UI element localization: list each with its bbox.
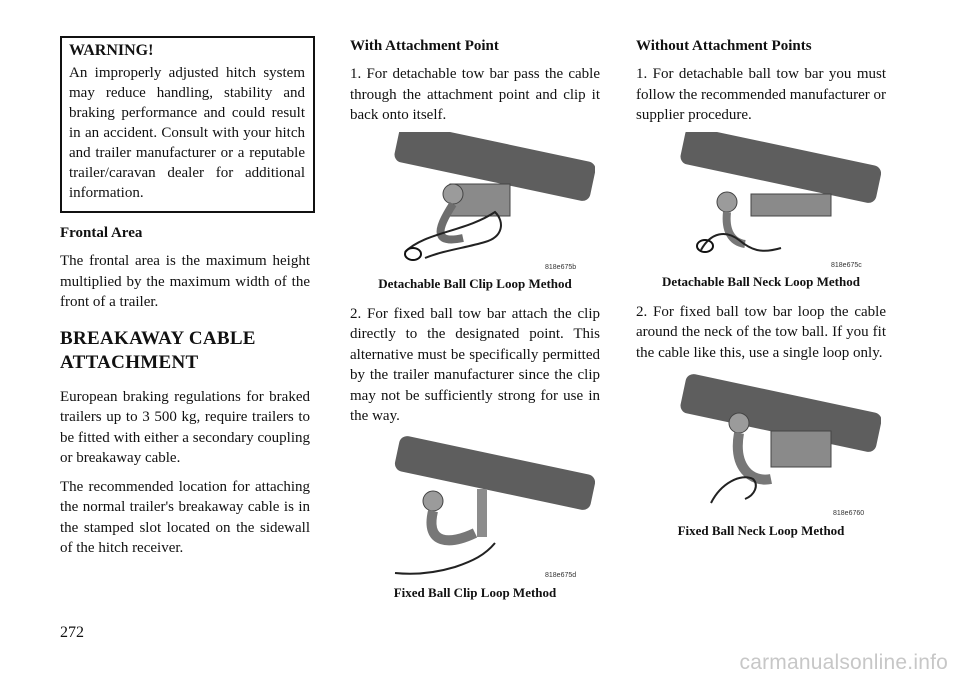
figure-code: 818e6760 xyxy=(833,510,864,517)
without-attachment-step-2: 2. For fixed ball tow bar loop the cable… xyxy=(636,303,886,361)
with-attachment-heading: With Attachment Point xyxy=(350,38,499,54)
fixed-ball-clip-loop-figure: 818e675d xyxy=(394,435,595,579)
detachable-ball-neck-loop-caption: Detachable Ball Neck Loop Method xyxy=(662,273,860,289)
with-attachment-step-2: 2. For fixed ball tow bar attach the cli… xyxy=(350,305,600,425)
frontal-area-heading: Frontal Area xyxy=(60,225,143,241)
without-attachment-step-1: 1. For detachable ball tow bar you must … xyxy=(636,66,886,123)
figure-code: 818e675d xyxy=(545,572,576,579)
fixed-ball-neck-loop-figure: 818e6760 xyxy=(680,374,881,517)
right-column: Without Attachment Points 1. For detacha… xyxy=(636,36,886,539)
figure-code: 818e675c xyxy=(831,262,862,269)
breakaway-heading: BREAKAWAY CABLE ATTACHMENT xyxy=(60,327,256,373)
figure-code: 818e675b xyxy=(545,264,576,271)
detachable-ball-neck-loop-figure: 818e675c xyxy=(680,131,881,269)
breakaway-para-1: European braking regulations for braked … xyxy=(60,388,310,467)
without-attachment-heading: Without Attachment Points xyxy=(636,38,812,54)
middle-column: With Attachment Point 1. For detachable … xyxy=(350,36,600,601)
detachable-ball-clip-loop-figure: 818e675b xyxy=(394,131,595,271)
watermark: carmanualsonline.info xyxy=(739,651,948,674)
fixed-ball-neck-loop-caption: Fixed Ball Neck Loop Method xyxy=(677,523,845,538)
left-column: WARNING! An improperly adjusted hitch sy… xyxy=(60,36,315,559)
detachable-ball-clip-loop-caption: Detachable Ball Clip Loop Method xyxy=(378,275,572,291)
warning-box: WARNING! An improperly adjusted hitch sy… xyxy=(60,36,315,213)
page-number: 272 xyxy=(60,624,84,641)
with-attachment-step-1: 1. For detachable tow bar pass the cable… xyxy=(350,66,600,123)
warning-title: WARNING! xyxy=(69,42,154,59)
frontal-area-text: The frontal area is the maximum height m… xyxy=(60,253,310,310)
fixed-ball-clip-loop-caption: Fixed Ball Clip Loop Method xyxy=(393,584,557,600)
warning-text: An improperly adjusted hitch system may … xyxy=(69,65,305,201)
breakaway-para-2: The recommended location for attaching t… xyxy=(60,478,310,557)
